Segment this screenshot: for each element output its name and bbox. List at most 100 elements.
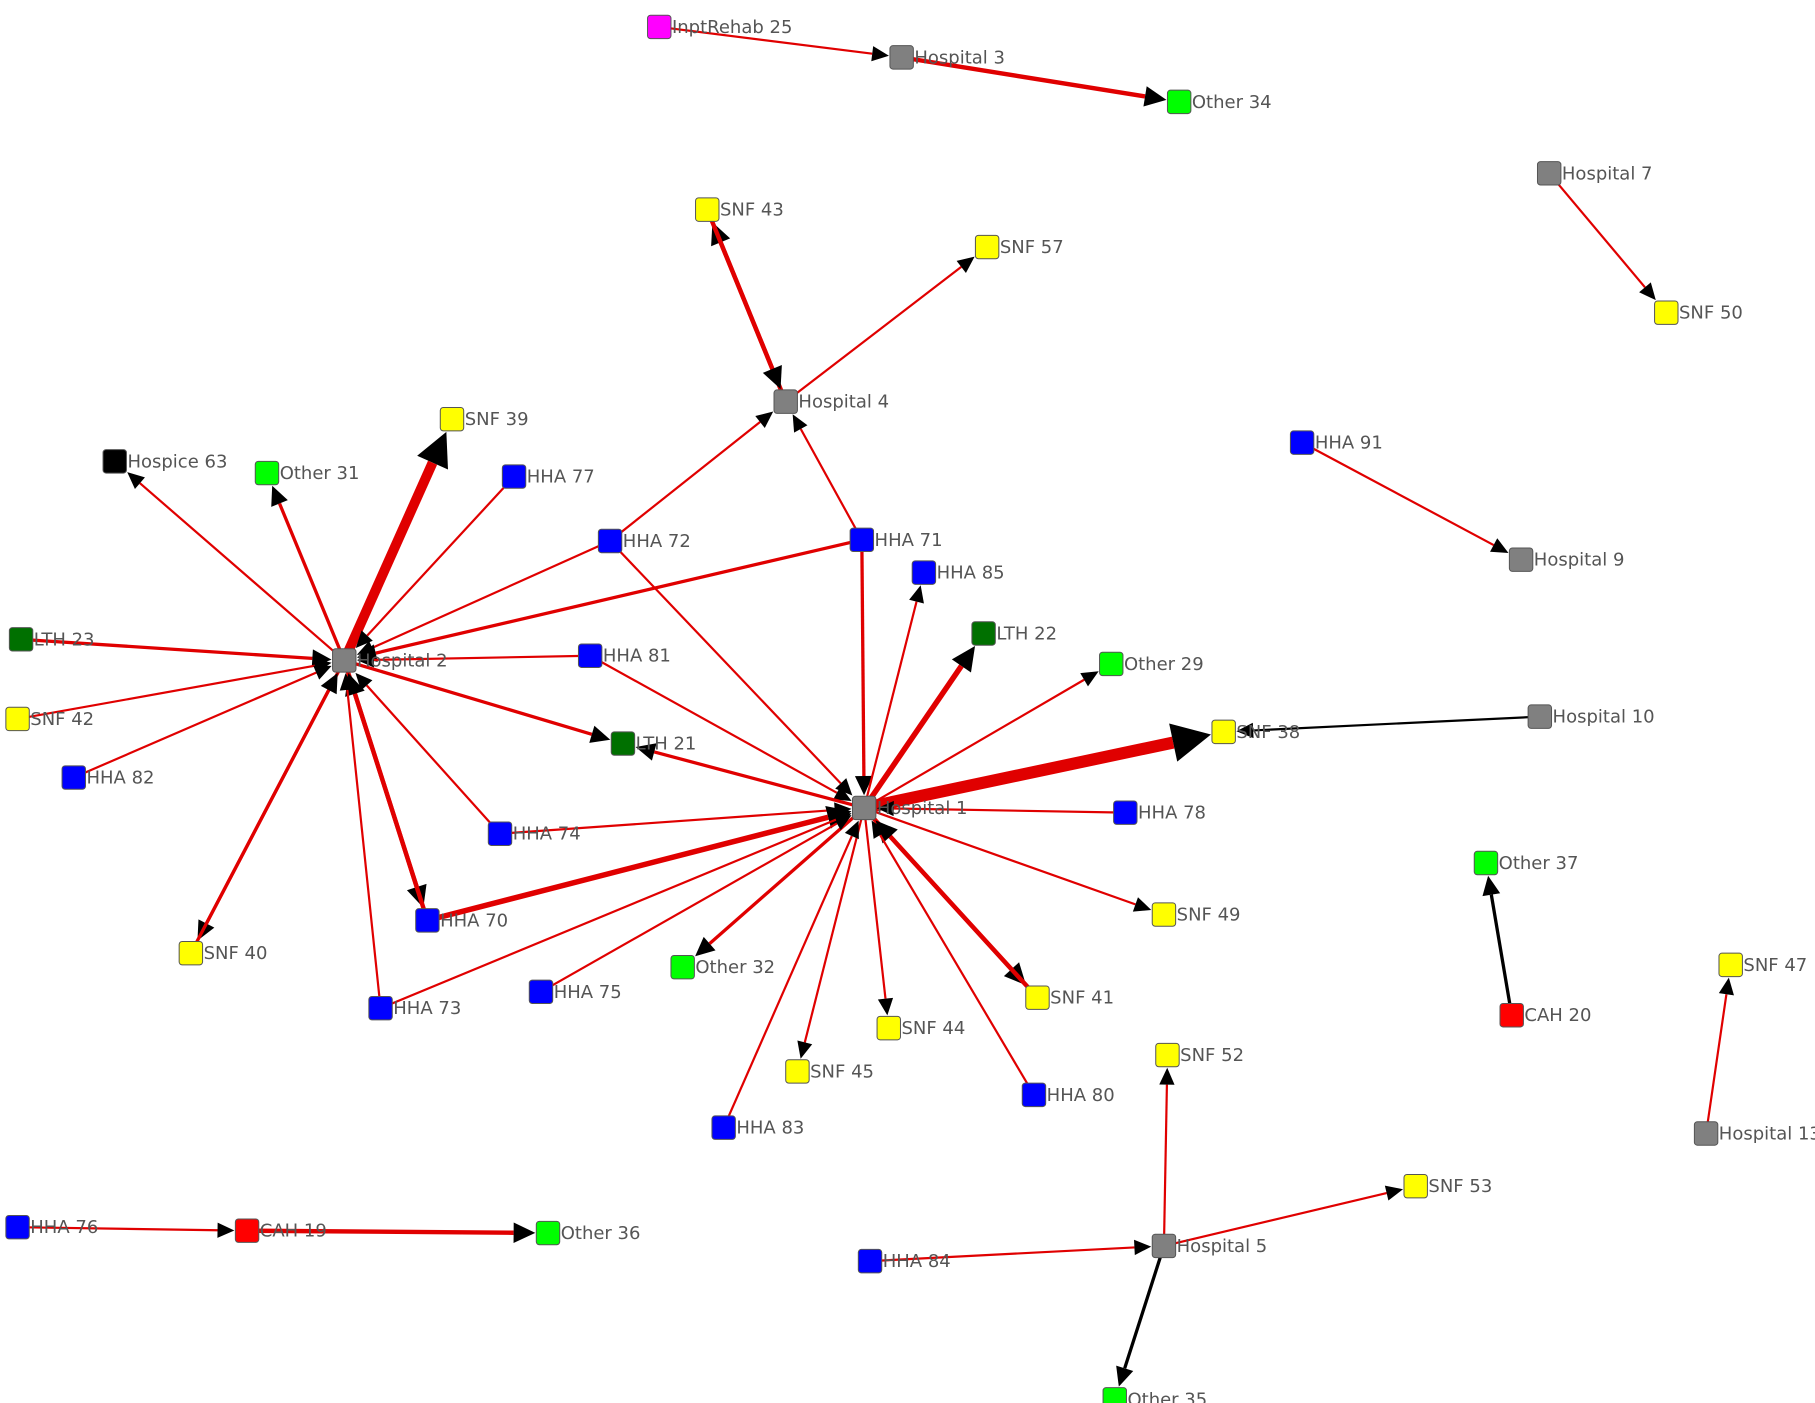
node-hospital-10: Hospital 10: [1527, 704, 1655, 729]
node-square: [439, 406, 465, 432]
node-label: SNF 50: [1679, 303, 1743, 324]
edge-layer: [17, 25, 1734, 1387]
edge-hha-81-to-hospital-2: [356, 652, 591, 668]
node-label: HHA 91: [1315, 433, 1383, 454]
node-label: SNF 42: [30, 709, 94, 730]
edge-hospital-3-to-other-34: [901, 55, 1167, 107]
edge-hospital-1-to-other-29: [863, 671, 1099, 809]
edge-hospital-5-to-other-35: [1116, 1245, 1166, 1387]
node-other-36: Other 36: [535, 1220, 641, 1246]
edge-line: [609, 421, 761, 542]
node-label: HHA 75: [554, 982, 622, 1003]
node-hha-81: HHA 81: [577, 643, 671, 668]
node-snf-43: SNF 43: [695, 197, 784, 222]
node-snf-45: SNF 45: [785, 1059, 874, 1084]
node-label: SNF 38: [1236, 722, 1300, 743]
node-square: [577, 643, 603, 668]
node-hha-73: HHA 73: [368, 995, 461, 1021]
node-square: [61, 765, 86, 790]
node-square: [332, 648, 357, 673]
node-other-32: Other 32: [670, 955, 775, 980]
node-hha-75: HHA 75: [528, 979, 622, 1005]
edge-hha-70-to-hospital-2: [345, 673, 430, 922]
edge-line: [879, 834, 1035, 1096]
edge-hha-74-to-hospital-2: [355, 672, 501, 835]
edge-line: [375, 538, 863, 655]
edge-line: [540, 822, 838, 993]
edge-line: [373, 654, 591, 661]
node-other-29: Other 29: [1099, 651, 1204, 677]
edge-line: [17, 1226, 218, 1232]
edge-arrowhead: [797, 1040, 813, 1059]
node-square: [889, 45, 914, 70]
node-label: Other 31: [280, 463, 360, 484]
edge-line: [863, 807, 887, 999]
edge-arrowhead: [951, 646, 976, 673]
node-hha-91: HHA 91: [1289, 430, 1383, 455]
node-label: Other 36: [561, 1223, 641, 1244]
node-label: HHA 77: [527, 467, 595, 488]
node-label: Hospital 1: [877, 798, 968, 819]
node-square: [487, 821, 513, 846]
node-square: [8, 627, 34, 652]
edge-arrowhead: [1159, 1067, 1175, 1085]
edge-hospital-1-to-snf-38: [862, 723, 1211, 814]
edge-arrowhead: [1718, 977, 1734, 996]
node-square: [1654, 300, 1679, 325]
node-label: LTH 21: [636, 734, 697, 755]
node-label: SNF 47: [1743, 955, 1807, 976]
edge-arrowhead: [1639, 282, 1656, 301]
node-square: [1718, 952, 1743, 978]
node-hospital-2: Hospital 2: [332, 648, 448, 673]
node-label: Hospital 3: [914, 47, 1005, 68]
node-hha-84: HHA 84: [857, 1248, 951, 1274]
node-hospital-7: Hospital 7: [1536, 161, 1653, 186]
node-snf-41: SNF 41: [1025, 985, 1114, 1010]
node-snf-44: SNF 44: [876, 1015, 965, 1041]
node-label: SNF 49: [1177, 905, 1241, 926]
node-cah-20: CAH 20: [1499, 1003, 1591, 1028]
edge-line: [869, 1246, 1135, 1263]
edge-arrowhead: [1143, 86, 1167, 107]
node-square: [5, 706, 30, 732]
edge-line: [863, 806, 1136, 906]
node-square: [1151, 1233, 1177, 1259]
node-square: [102, 449, 127, 474]
node-label: SNF 43: [720, 200, 784, 221]
edge-arrowhead: [217, 1222, 235, 1238]
node-square: [1289, 430, 1315, 455]
edge-line: [1162, 1084, 1169, 1246]
node-hha-70: HHA 70: [415, 908, 508, 933]
node-label: InptRehab 25: [672, 17, 792, 38]
node-square: [415, 908, 440, 933]
edge-line: [278, 502, 346, 662]
edge-arrowhead: [513, 1222, 536, 1244]
edge-hospital-1-to-hha-85: [863, 585, 924, 809]
node-other-34: Other 34: [1166, 89, 1272, 115]
edge-cah-19-to-other-36: [247, 1222, 536, 1244]
node-hha-82: HHA 82: [61, 765, 154, 790]
node-cah-19: CAH 19: [234, 1218, 327, 1243]
node-square: [234, 1218, 260, 1243]
node-hha-74: HHA 74: [487, 821, 581, 846]
edge-hha-71-to-hospital-4: [792, 414, 863, 541]
node-label: SNF 44: [901, 1018, 965, 1039]
edge-hospital-1-to-snf-44: [863, 807, 894, 1016]
node-square: [647, 14, 672, 40]
node-square: [535, 1220, 561, 1246]
node-snf-53: SNF 53: [1403, 1173, 1492, 1199]
node-square: [368, 995, 393, 1021]
edge-hha-73-to-hospital-1: [380, 812, 852, 1010]
node-hospital-3: Hospital 3: [889, 45, 1005, 70]
edge-hospital-1-to-lth-22: [861, 646, 976, 810]
node-label: Hospital 2: [357, 650, 448, 671]
node-hospital-13: Hospital 13: [1693, 1121, 1815, 1146]
edge-line: [1253, 715, 1540, 732]
edge-arrowhead: [417, 431, 448, 470]
node-label: Hospital 13: [1719, 1123, 1815, 1144]
node-label: LTH 22: [996, 623, 1057, 644]
edge-line: [339, 460, 438, 663]
node-label: Hospital 5: [1177, 1236, 1268, 1257]
node-other-31: Other 31: [254, 460, 360, 486]
edge-hospital-2-to-other-31: [271, 485, 346, 662]
